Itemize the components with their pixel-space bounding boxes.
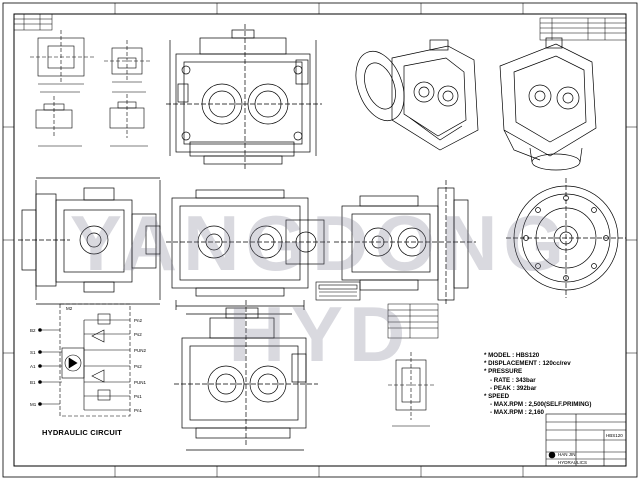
port-label: M1 [30,402,37,407]
spec-pressure: * PRESSURE [484,368,523,376]
port-label: PUN2 [134,348,147,353]
company-name: HAN JIN [558,452,576,457]
spec-displacement: * DISPLACEMENT : 120cc/rev [484,360,571,368]
hydraulic-circuit-title: HYDRAULIC CIRCUIT [42,428,123,437]
hydraulic-circuit [38,303,131,417]
spec-rate: - RATE : 343bar [490,376,536,384]
name-plate [315,281,361,301]
border-ticks [3,3,637,477]
pump-top-view [166,24,322,170]
circuit-port-labels-left: M2 B2 S1 A1 B1 M1 [30,306,73,407]
title-block [545,413,627,467]
port-label: Pn1 [134,408,143,413]
circuit-port-labels-right: Pn2 Ps2 PUN2 Ps2 PUN1 Ps1 Pn1 [134,318,147,413]
revision-table [13,13,53,31]
detail-views-top-left [30,30,150,147]
isometric-view-left [355,39,479,151]
spec-max-rpm: - MAX.RPM : 2,160 [490,409,544,417]
pump-side-view-right [334,180,476,306]
drawing-number: HBS120 [606,433,623,438]
port-label: Ps2 [134,332,142,337]
spec-max-self-priming: - MAX.RPM : 2,500(SELF.PRIMING) [490,401,592,409]
company-sub: HYDRAULICS [558,460,587,465]
detail-view-bottom-right [388,352,434,427]
pump-side-view-left [18,177,161,305]
revision-table-right [539,17,627,41]
spec-peak: - PEAK : 392bar [490,384,537,392]
spec-model: * MODEL : HBS120 [484,352,540,359]
pump-side-view-center [166,189,330,315]
spec-table-small [387,303,439,339]
port-label: M2 [66,306,73,311]
port-label: Pn2 [134,318,143,323]
port-label: A1 [30,364,36,369]
spec-speed: * SPEED [484,393,510,401]
port-label: PUN1 [134,380,147,385]
port-label: B2 [30,328,36,333]
isometric-view-right [499,37,597,171]
port-label: S1 [30,350,36,355]
port-label: Ps2 [134,364,142,369]
pump-bottom-view [174,300,318,451]
port-label: B1 [30,380,36,385]
port-label: Ps1 [134,394,142,399]
spec-list: * MODEL : HBS120 * DISPLACEMENT : 120cc/… [484,352,604,418]
mounting-flange-view [506,178,626,298]
